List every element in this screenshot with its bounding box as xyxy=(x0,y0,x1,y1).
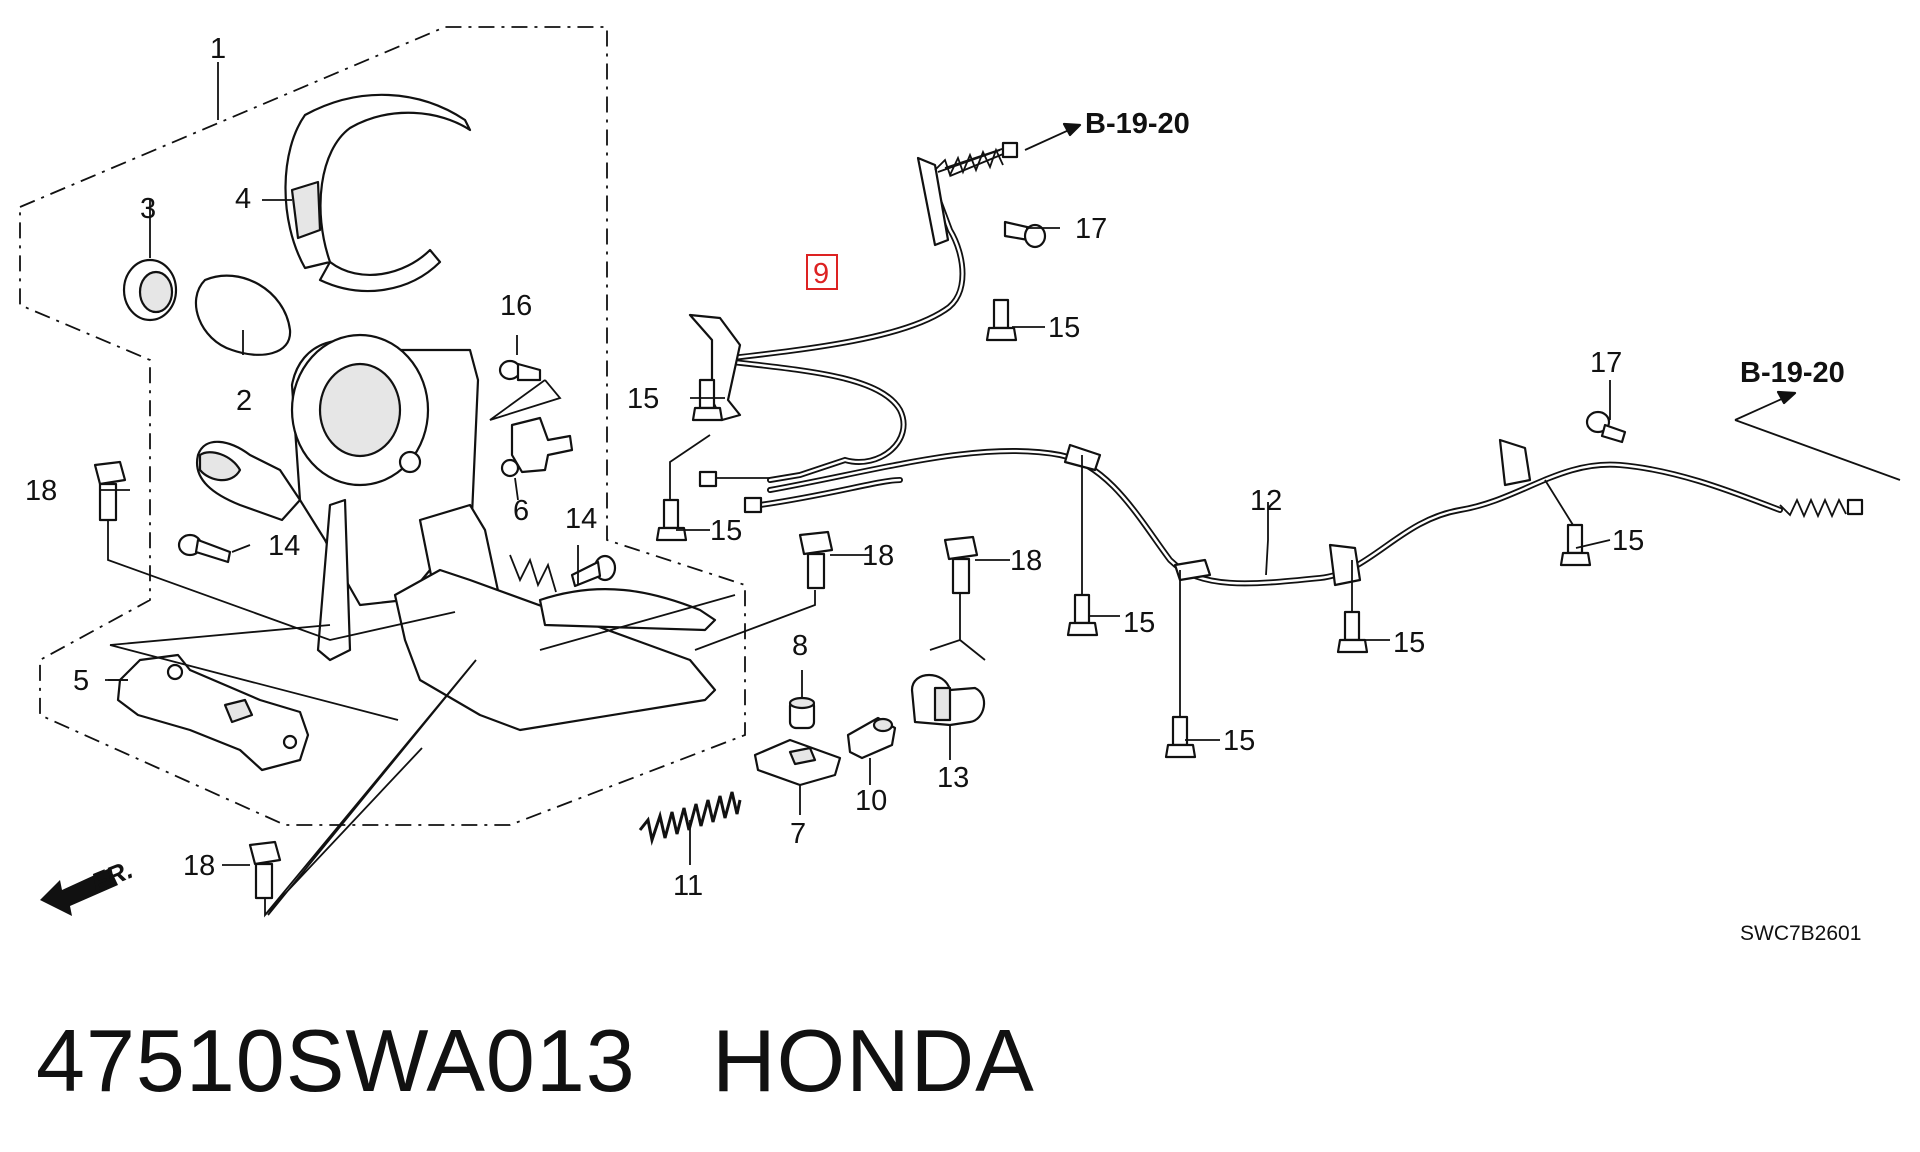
part-4-cover xyxy=(284,93,472,292)
callout-15-b: 15 xyxy=(627,383,659,415)
part-18-bolt-mid-a xyxy=(798,530,834,590)
leader-18-bottom xyxy=(264,659,477,918)
part-3-grommet xyxy=(122,258,178,322)
callout-8: 8 xyxy=(792,630,808,662)
callout-14-right: 14 xyxy=(565,503,597,535)
part-11-spring xyxy=(638,791,742,846)
part-15-bolt-d xyxy=(1066,593,1099,637)
part-15-bolt-a xyxy=(691,378,724,422)
callout-11: 11 xyxy=(673,870,703,902)
callout-16: 16 xyxy=(500,290,532,322)
part-12-cable xyxy=(743,438,1864,587)
part-number: 47510SWA013 xyxy=(36,1011,636,1110)
brake-lever-body xyxy=(195,333,502,662)
callout-18-bottom: 18 xyxy=(183,850,215,882)
part-14-bolt-left xyxy=(177,533,232,564)
callout-14-left: 14 xyxy=(268,530,300,562)
callout-15-e: 15 xyxy=(1393,627,1425,659)
leader-16 xyxy=(489,335,562,421)
part-18-bolt-bottom xyxy=(248,840,282,900)
callout-1: 1 xyxy=(210,33,226,65)
callout-18-mid-a: 18 xyxy=(862,540,894,572)
part-10-collar xyxy=(846,716,897,760)
cable-spring-right xyxy=(1779,497,1847,519)
callout-18-left: 18 xyxy=(25,475,57,507)
part-18-bolt-mid-b xyxy=(943,535,979,595)
callout-10: 10 xyxy=(855,785,887,817)
part-14-bolt-right xyxy=(570,554,617,588)
leader-right-end xyxy=(1734,419,1901,481)
callout-3: 3 xyxy=(140,193,156,225)
callout-9-highlight-box xyxy=(806,254,838,290)
diagram-code: SWC7B2601 xyxy=(1740,922,1861,945)
part-9-cable xyxy=(688,141,1019,488)
part-13-clamp xyxy=(910,674,986,727)
arrow-top-head xyxy=(1062,122,1082,137)
brand-name: HONDA xyxy=(712,1011,1035,1110)
callout-15-f: 15 xyxy=(1223,725,1255,757)
leader-18-mid xyxy=(694,590,986,661)
ref-label-top: B-19-20 xyxy=(1085,108,1190,140)
arrow-right-head xyxy=(1776,390,1797,405)
cable-spring-top xyxy=(934,147,1004,178)
leader-15-group xyxy=(669,434,1574,717)
part-16-bolt xyxy=(498,359,542,382)
part-17-bolt-top xyxy=(1003,220,1047,249)
callout-13: 13 xyxy=(937,762,969,794)
leader-18-left xyxy=(107,520,456,641)
ref-label-right: B-19-20 xyxy=(1740,357,1845,389)
part-15-bolt-e xyxy=(1336,610,1369,654)
part-5-bracket xyxy=(116,653,310,772)
part-15-bolt-f xyxy=(1164,715,1197,759)
lever-bracket xyxy=(393,568,717,732)
assembly-boundary xyxy=(19,26,746,826)
callout-12: 12 xyxy=(1250,485,1282,517)
part-2-cap xyxy=(194,274,292,356)
part-15-bolt-c xyxy=(985,298,1018,342)
callout-17-right: 17 xyxy=(1590,347,1622,379)
callout-9: 9 xyxy=(813,258,829,290)
callout-7: 7 xyxy=(790,818,806,850)
callout-4: 4 xyxy=(235,183,251,215)
front-arrow: FR. xyxy=(40,854,137,916)
callout-15-c: 15 xyxy=(710,515,742,547)
part-17-bolt-right xyxy=(1585,410,1627,444)
callout-17-top: 17 xyxy=(1075,213,1107,245)
equalizer-rod xyxy=(539,594,736,651)
part-8-collar xyxy=(788,696,816,730)
part-7-retainer xyxy=(753,738,842,787)
part-15-bolt-b xyxy=(655,498,688,542)
callout-15-g: 15 xyxy=(1612,525,1644,557)
part-6-clip xyxy=(500,416,574,478)
footer-title: 47510SWA013 HONDA xyxy=(36,1010,1035,1112)
leader-ticks xyxy=(100,199,1611,866)
callout-18-mid-b: 18 xyxy=(1010,545,1042,577)
equalizer-spring xyxy=(509,554,557,593)
callout-15-a: 15 xyxy=(1048,312,1080,344)
callout-2: 2 xyxy=(236,385,252,417)
part-15-bolt-g xyxy=(1559,523,1592,567)
callout-5: 5 xyxy=(73,665,89,697)
callout-6: 6 xyxy=(513,495,529,527)
callout-15-d: 15 xyxy=(1123,607,1155,639)
part-18-bolt-left xyxy=(93,460,127,522)
